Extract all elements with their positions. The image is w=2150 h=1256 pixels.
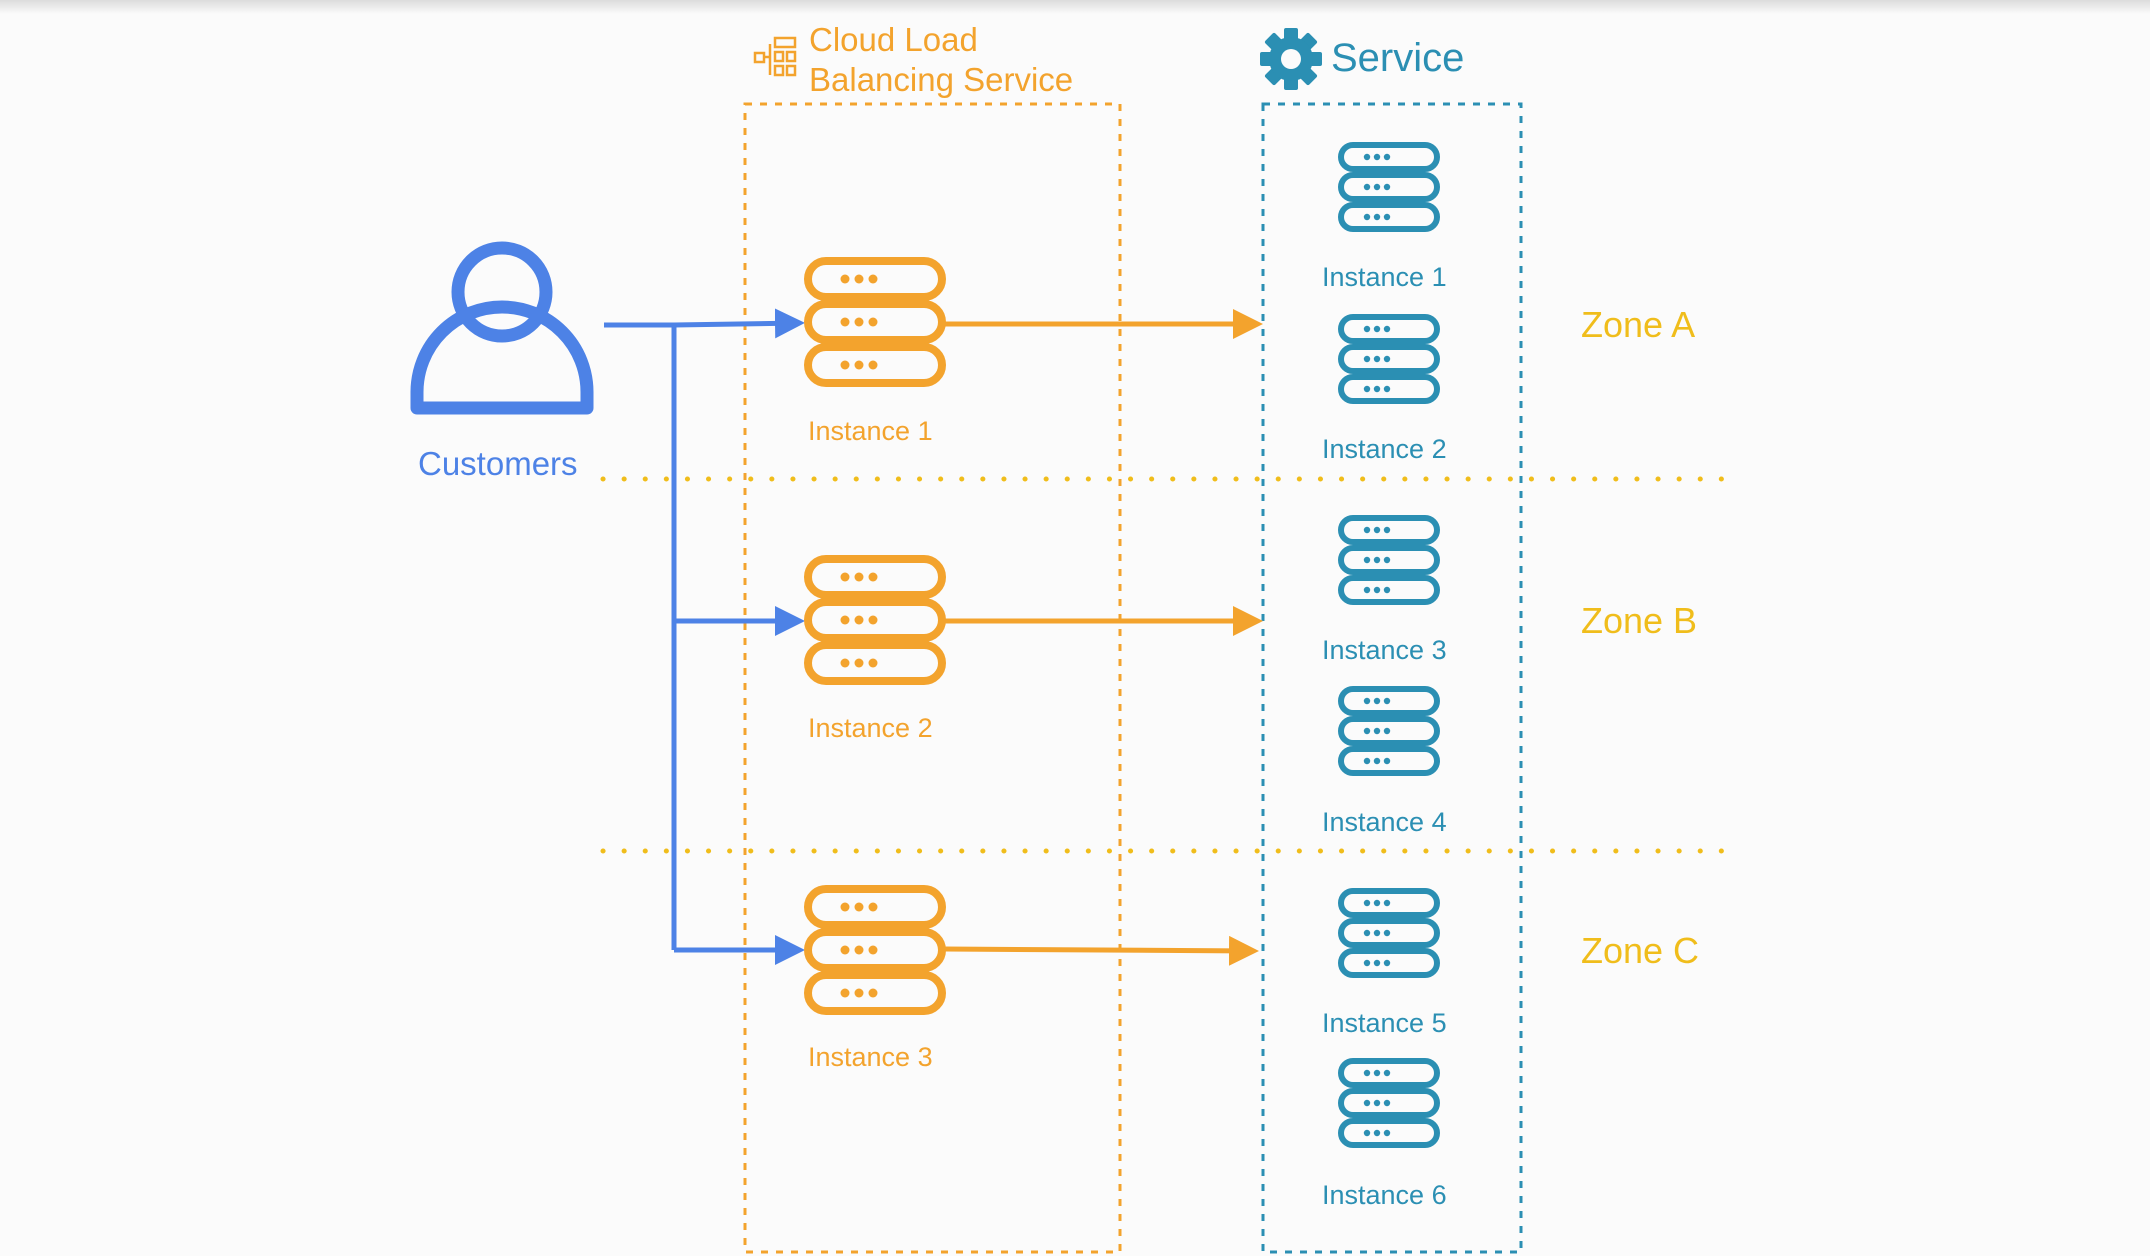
service-instance-label-3: Instance 3 — [1322, 635, 1447, 665]
customers-label: Customers — [418, 445, 578, 482]
service-title: Service — [1331, 36, 1465, 80]
service-instance-label-6: Instance 6 — [1322, 1180, 1447, 1210]
lb-server-icon-1 — [808, 261, 942, 383]
lb-instance-label-3: Instance 3 — [808, 1042, 933, 1072]
lb-server-icon-2 — [808, 559, 942, 681]
service-server-icon-4 — [1341, 689, 1437, 773]
lb-instance-label-2: Instance 2 — [808, 713, 933, 743]
service-server-icon-2 — [1341, 317, 1437, 401]
lb-connectors — [944, 309, 1263, 966]
service-instance-label-4: Instance 4 — [1322, 807, 1447, 837]
service-container — [1261, 102, 1523, 1254]
service-instance-label-2: Instance 2 — [1322, 434, 1447, 464]
customer-connectors — [604, 308, 805, 965]
service-server-icon-1 — [1341, 145, 1437, 229]
load-balancer-container — [743, 102, 1122, 1254]
service-instance-label-5: Instance 5 — [1322, 1008, 1447, 1038]
zone-label-c: Zone C — [1581, 930, 1700, 971]
arrow-to-lb-1 — [673, 308, 805, 339]
lb-server-icon-3 — [808, 889, 942, 1011]
service-server-icon-3 — [1341, 518, 1437, 602]
zone-label-a: Zone A — [1581, 304, 1696, 345]
gear-icon — [1260, 28, 1322, 90]
load-balancer-title-line-1: Cloud Load — [809, 21, 978, 58]
arrow-lb3-to-service — [944, 935, 1259, 966]
person-icon — [410, 241, 594, 415]
load-balancer-title-line-2: Balancing Service — [809, 61, 1074, 98]
service-server-icon-6 — [1341, 1061, 1437, 1145]
service-instance-label-1: Instance 1 — [1322, 262, 1447, 292]
load-balancer-icon — [753, 36, 797, 77]
service-server-icon-5 — [1341, 891, 1437, 975]
top-shade — [0, 0, 2150, 14]
lb-instance-label-1: Instance 1 — [808, 416, 933, 446]
zone-label-b: Zone B — [1581, 600, 1698, 641]
